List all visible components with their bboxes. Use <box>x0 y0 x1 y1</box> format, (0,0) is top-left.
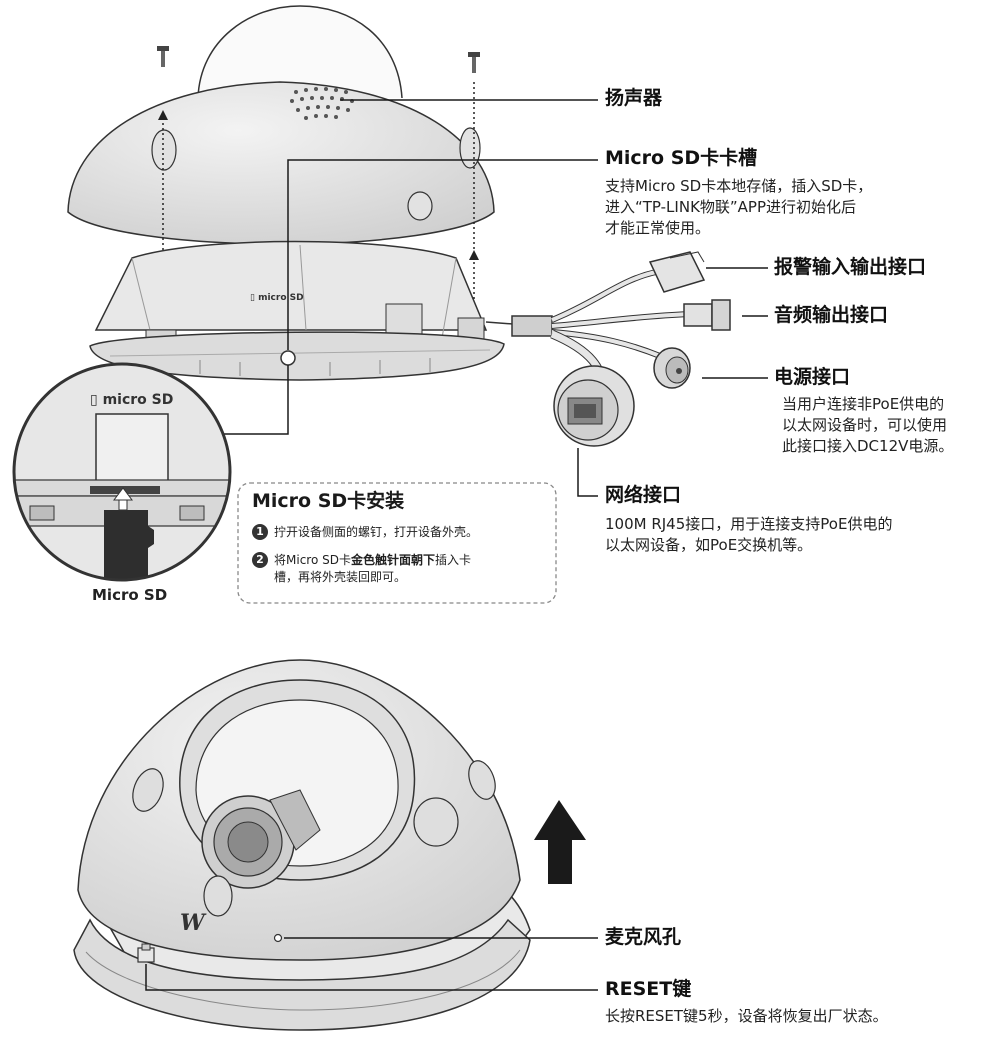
reset-leader <box>145 964 598 991</box>
network-connector <box>553 365 635 447</box>
speaker-label: 扬声器 <box>605 87 663 109</box>
mic-hole <box>273 933 283 943</box>
zoom-inset: ▯ micro SD <box>12 362 232 582</box>
speaker-holes <box>290 87 354 120</box>
audio-connector <box>683 299 731 331</box>
step-2-text: 将Micro SD卡金色触针面朝下插入卡 槽，再将外壳装回即可。 <box>274 553 472 584</box>
power-port-label: 电源接口 <box>774 366 851 388</box>
sd-slot-label: Micro SD卡卡槽 <box>605 147 758 169</box>
install-box <box>237 482 557 604</box>
sd-slot-description: 支持Micro SD卡本地存储，插入SD卡， 进入“TP-LINK物联”APP进… <box>605 177 873 237</box>
zoom-leader <box>220 365 289 435</box>
network-leader <box>577 448 598 497</box>
install-title: Micro SD卡安装 <box>252 490 405 512</box>
lower-housing <box>94 240 488 331</box>
audio-out-label: 音频输出接口 <box>774 304 889 326</box>
step-1-text: 拧开设备侧面的螺钉，打开设备外壳。 <box>274 525 479 539</box>
alarm-connector <box>648 251 706 293</box>
power-port-description: 当用户连接非PoE供电的 以太网设备时，可以使用 此接口接入DC12V电源。 <box>782 395 954 455</box>
reset-label: RESET键 <box>605 978 692 1000</box>
power-connector <box>653 347 691 389</box>
step-1-number: 1 <box>252 524 268 540</box>
up-arrow <box>534 800 586 884</box>
network-port-label: 网络接口 <box>605 484 682 506</box>
zoom-caption: Micro SD <box>92 586 168 604</box>
alarm-port-label: 报警输入输出接口 <box>774 256 927 278</box>
lens-bubble <box>197 5 403 99</box>
mic-label: 麦克风孔 <box>605 926 682 948</box>
screw-right <box>468 52 480 73</box>
sd-slot-leader <box>287 159 598 350</box>
brand-logo: W <box>180 910 207 936</box>
screw-left <box>157 46 169 67</box>
bottom-camera <box>73 659 531 1031</box>
upper-shell <box>67 81 495 245</box>
zoom-slot-marking: ▯ micro SD <box>90 392 173 408</box>
sd-slot-marking: ▯ micro SD <box>250 293 304 303</box>
network-port-description: 100M RJ45接口，用于连接支持PoE供电的 以太网设备，如PoE交换机等。 <box>605 515 893 554</box>
step-2-number: 2 <box>252 552 268 568</box>
reset-description: 长按RESET键5秒，设备将恢复出厂状态。 <box>605 1007 888 1025</box>
sd-card-icon <box>104 510 154 580</box>
